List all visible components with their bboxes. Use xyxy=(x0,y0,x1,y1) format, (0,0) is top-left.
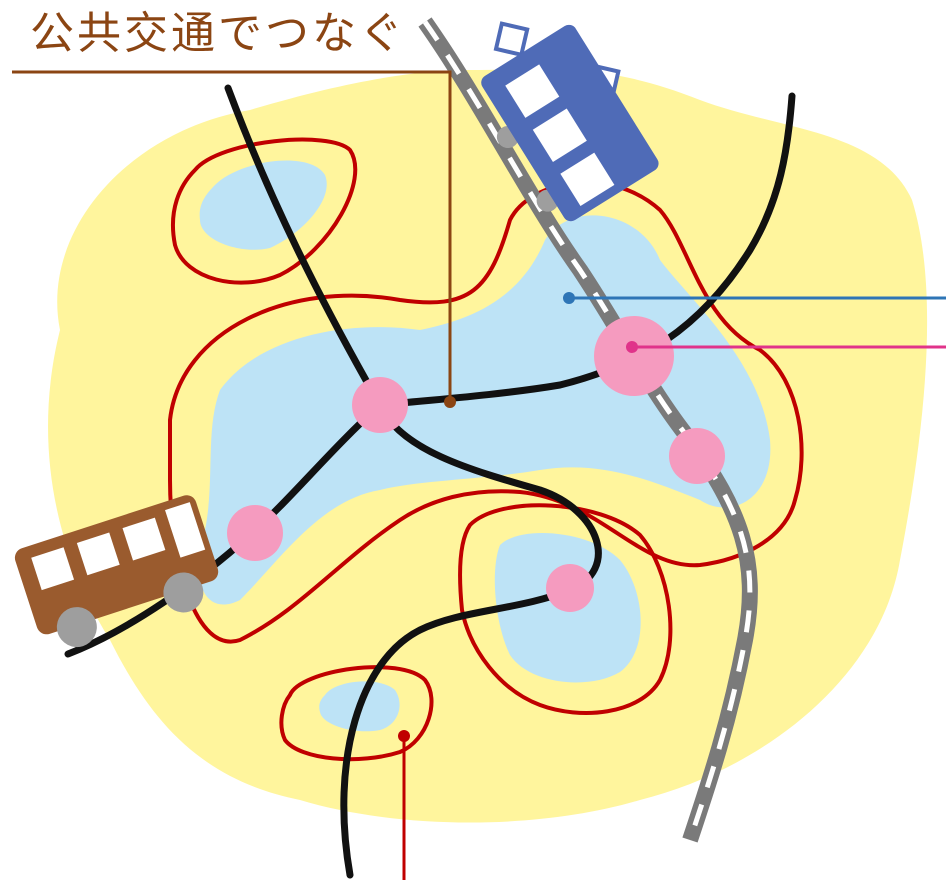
train-window-3 xyxy=(560,152,615,207)
boundary-lower xyxy=(458,503,673,715)
bus-icon xyxy=(14,495,219,648)
leader-lines xyxy=(12,70,946,880)
bus-wheel-front xyxy=(163,572,204,613)
leader-zone-dot xyxy=(563,292,575,304)
road-north-west xyxy=(224,84,384,409)
bus-window-1 xyxy=(31,547,75,591)
hub-east xyxy=(669,428,725,484)
leader-transit-link xyxy=(12,70,452,402)
hub-main-station xyxy=(594,316,674,396)
leader-boundary-dot xyxy=(398,730,410,742)
hub-central xyxy=(352,377,408,433)
transit-hubs xyxy=(227,316,725,612)
train-icon xyxy=(481,21,659,222)
zone-central xyxy=(198,215,771,605)
hub-south xyxy=(546,564,594,612)
bus-window-2 xyxy=(76,532,120,576)
zone-top-left xyxy=(199,160,327,250)
bus-door xyxy=(165,502,206,558)
leader-hub-dot xyxy=(626,341,638,353)
boundary-central xyxy=(168,180,804,644)
hub-west xyxy=(227,505,283,561)
leader-transit-link-dot xyxy=(444,396,456,408)
bus-wheel-rear xyxy=(56,607,97,648)
train-window-2 xyxy=(532,108,587,162)
train-pantograph-1 xyxy=(493,21,530,58)
diagram-title: 公共交通でつなぐ xyxy=(30,8,406,59)
train-window-1 xyxy=(505,64,560,118)
bus-window-3 xyxy=(122,517,166,561)
